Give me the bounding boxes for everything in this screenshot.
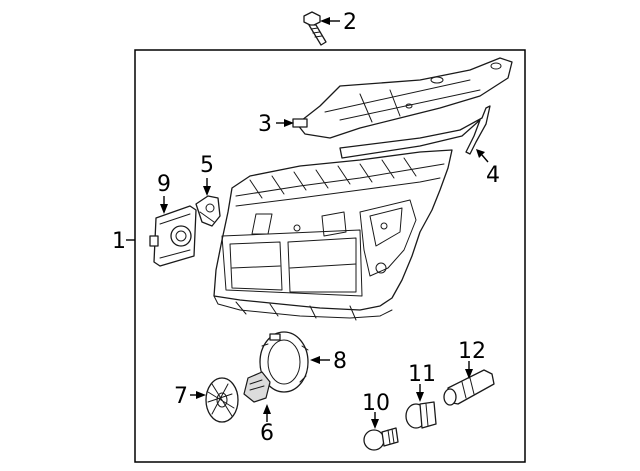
part-8-socket-ring[interactable] xyxy=(259,331,309,393)
part-11-socket-bulb[interactable] xyxy=(405,401,437,429)
callout-12: 12 xyxy=(458,339,486,364)
part-1-headlamp-assembly[interactable] xyxy=(213,149,453,321)
arrowhead-11 xyxy=(416,392,424,402)
part-3-upper-bracket[interactable] xyxy=(292,57,513,139)
arrowhead-3 xyxy=(284,119,294,127)
arrowhead-4 xyxy=(476,149,485,158)
callout-8: 8 xyxy=(333,349,347,374)
part-2-screw[interactable] xyxy=(303,11,327,46)
arrowhead-10 xyxy=(371,419,379,429)
callout-2: 2 xyxy=(343,10,357,35)
callout-4: 4 xyxy=(486,163,500,188)
callout-5: 5 xyxy=(200,153,214,178)
arrowhead-9 xyxy=(160,204,168,214)
callout-10: 10 xyxy=(362,391,390,416)
arrowhead-5 xyxy=(203,186,211,196)
arrowhead-2 xyxy=(320,17,330,25)
part-4-seal[interactable] xyxy=(339,105,491,159)
callout-6: 6 xyxy=(260,421,274,446)
part-6-gasket[interactable] xyxy=(243,371,271,403)
callout-11: 11 xyxy=(408,362,436,387)
leader-4 xyxy=(481,154,489,163)
callout-1: 1 xyxy=(112,229,126,254)
arrowhead-8 xyxy=(310,356,320,364)
part-7-cap[interactable] xyxy=(205,377,239,423)
arrowhead-7 xyxy=(196,391,206,399)
callout-9: 9 xyxy=(157,172,171,197)
part-10-bulb[interactable] xyxy=(363,427,399,451)
part-5-small-bracket[interactable] xyxy=(195,195,221,227)
arrowhead-6 xyxy=(263,404,271,414)
part-9-control-module[interactable] xyxy=(149,205,197,267)
callout-3: 3 xyxy=(258,112,272,137)
assembly-frame xyxy=(134,49,526,463)
part-12-marker-lamp[interactable] xyxy=(443,369,495,406)
arrowhead-12 xyxy=(465,369,473,379)
callout-7: 7 xyxy=(174,384,188,409)
